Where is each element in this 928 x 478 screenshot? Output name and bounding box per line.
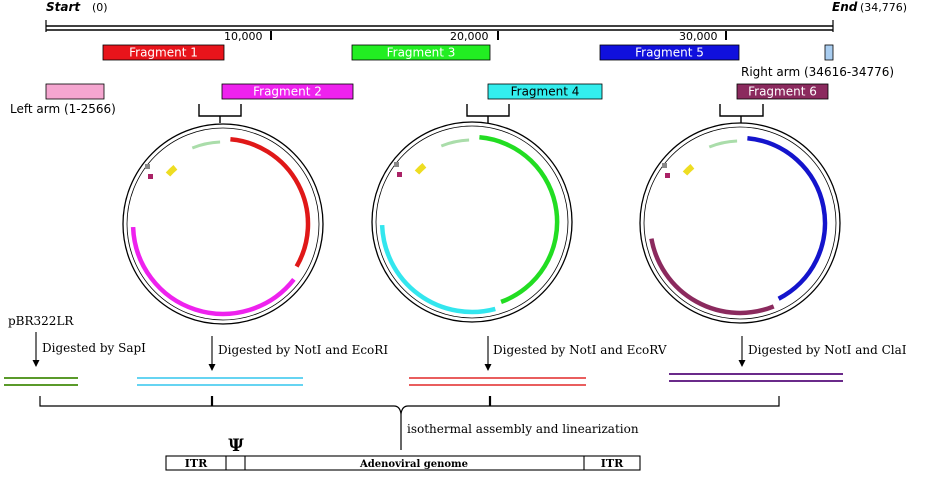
plasmid-1-site-marker-1	[145, 164, 150, 169]
fragment-2: Fragment 2	[221, 83, 354, 100]
fragment-6: Fragment 6	[736, 83, 829, 100]
linear-fragment-sapi	[4, 377, 78, 386]
pbr322lr-label: pBR322LR	[8, 314, 74, 328]
plasmid-map-3	[639, 122, 841, 324]
plasmid-1-inner-circle	[126, 127, 320, 321]
plasmid-1-backbone-gene	[191, 140, 221, 150]
plasmid-1-site-marker-2	[148, 174, 153, 179]
plasmid-3-backbone-gene	[708, 139, 738, 149]
arrow-sapi-head	[32, 360, 40, 367]
plasmid-3-yellow-feature	[682, 164, 695, 176]
fragment-3-box	[351, 44, 491, 61]
ruler-tick-label-30000: 30,000	[679, 30, 718, 43]
assembly-label: isothermal assembly and linearization	[407, 422, 639, 436]
bracket-3	[719, 104, 764, 123]
genome-ruler: Start (0) End (34,776) 10,000 20,000 30,…	[45, 0, 907, 43]
fragment-6-label: Fragment 6	[748, 85, 817, 99]
assembly-brace	[39, 396, 780, 415]
plasmid-2-yellow-feature	[414, 163, 427, 175]
construct-outline	[165, 455, 641, 471]
bracket-1	[198, 104, 242, 123]
plasmid-3-fragment2-arc	[649, 238, 775, 316]
plasmid-3-outer-circle	[639, 122, 841, 324]
linear-fragment-clai	[669, 373, 843, 382]
fragment-1-box	[102, 44, 225, 61]
left-arm: Left arm (1-2566)	[10, 83, 116, 116]
adenoviral-genome-label: Adenoviral genome	[359, 459, 468, 470]
fragment-5: Fragment 5	[599, 44, 740, 61]
right-arm-label: Right arm (34616-34776)	[741, 65, 894, 79]
digest-sapi-label: Digested by SapI	[42, 341, 146, 355]
plasmid-1-fragment2-arc	[130, 227, 296, 317]
linear-fragment-ecori	[137, 377, 303, 386]
arrow-ecori-head	[208, 364, 216, 371]
fragment-5-label: Fragment 5	[635, 46, 704, 60]
fragment-2-label: Fragment 2	[253, 85, 322, 99]
plasmid-1-fragment-arc	[230, 137, 311, 268]
left-arm-box	[45, 83, 105, 100]
linear-fragment-ecorv	[409, 377, 586, 386]
fragment-1-label: Fragment 1	[129, 46, 198, 60]
fragment-4-label: Fragment 4	[511, 85, 580, 99]
fragment-3: Fragment 3	[351, 44, 491, 61]
plasmid-2-fragment-arc	[479, 135, 560, 305]
fragment-6-box	[736, 83, 829, 100]
plasmid-2-outer-circle	[371, 121, 573, 323]
plasmid-3-site-marker-2	[665, 173, 670, 178]
fragment-4: Fragment 4	[487, 83, 603, 100]
psi-packaging-signal: Ψ	[228, 436, 244, 456]
end-label: End	[832, 0, 858, 14]
fragment-2-box	[221, 83, 354, 100]
plasmid-2-backbone-gene	[440, 138, 470, 148]
ruler-tick-label-20000: 20,000	[450, 30, 489, 43]
right-itr-label: ITR	[601, 457, 624, 470]
fragment-3-label: Fragment 3	[387, 46, 456, 60]
bracket-2	[466, 104, 510, 123]
plasmid-2-site-marker-2	[397, 172, 402, 177]
start-label: Start	[46, 0, 81, 14]
digest-clai-label: Digested by NotI and ClaI	[748, 343, 907, 357]
right-arm-box	[824, 44, 834, 61]
ruler-tick-label-10000: 10,000	[224, 30, 263, 43]
digest-ecorv-label: Digested by NotI and EcoRV	[493, 343, 667, 357]
plasmid-1-yellow-feature	[165, 165, 178, 177]
final-construct: ITR Ψ Adenoviral genome ITR	[165, 436, 641, 471]
plasmid-map-1	[122, 123, 324, 325]
end-value: (34,776)	[860, 1, 907, 14]
plasmid-map-2	[371, 121, 573, 323]
plasmid-2-inner-circle	[375, 125, 569, 319]
plasmid-3-site-marker-1	[662, 163, 667, 168]
plasmid-1-outer-circle	[122, 123, 324, 325]
left-itr-label: ITR	[185, 457, 208, 470]
fragment-5-box	[599, 44, 740, 61]
fragment-1: Fragment 1	[102, 44, 225, 61]
digest-ecori-label: Digested by NotI and EcoRI	[218, 343, 388, 357]
plasmid-3-inner-circle	[643, 126, 837, 320]
arrow-clai-head	[738, 360, 746, 367]
fragment-4-box	[487, 83, 603, 100]
plasmid-2-fragment2-arc	[379, 225, 496, 315]
plasmid-3-fragment-arc	[747, 136, 828, 301]
start-value: (0)	[92, 1, 108, 14]
plasmid-2-site-marker-1	[394, 162, 399, 167]
left-arm-label: Left arm (1-2566)	[10, 102, 116, 116]
arrow-ecorv-head	[484, 364, 492, 371]
right-arm: Right arm (34616-34776)	[741, 44, 894, 79]
